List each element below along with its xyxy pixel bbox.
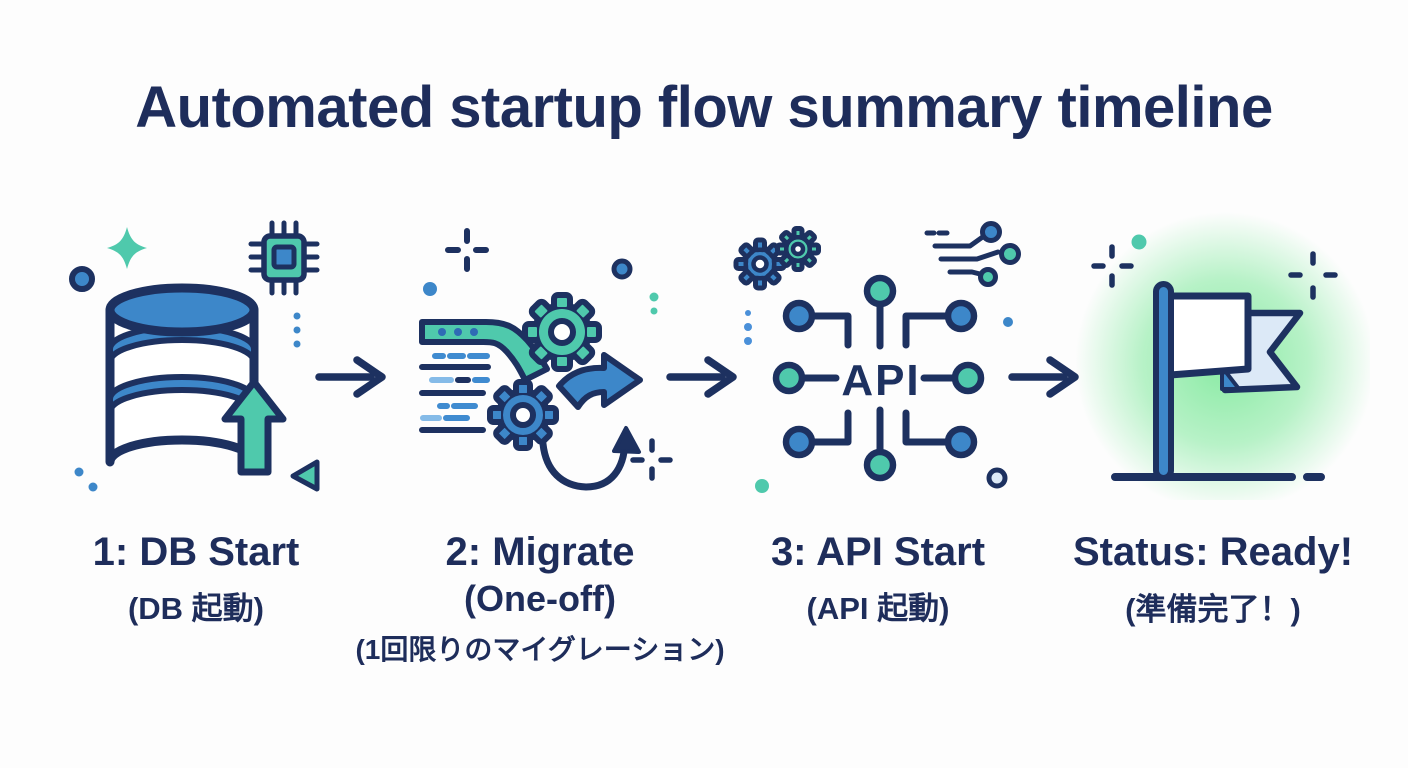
dot <box>1131 234 1147 250</box>
migration-gears-icon <box>419 228 673 491</box>
dot <box>986 467 1008 489</box>
dots-column <box>744 310 752 345</box>
circuit-traces <box>800 300 959 456</box>
crosshair-icon <box>445 228 489 272</box>
goal-flag-icon <box>1075 212 1370 500</box>
crosshair-icon <box>630 438 673 481</box>
stage-2-sublabel-jp: (1回限りのマイグレーション) <box>355 634 725 665</box>
dot <box>650 307 658 315</box>
circuit-speed-lines <box>924 221 1021 287</box>
upload-arrow <box>221 378 287 476</box>
gear-blue-small <box>733 237 787 291</box>
dot <box>69 266 95 292</box>
refresh-arrow-icon <box>539 426 641 491</box>
dots-bottom <box>74 467 98 492</box>
flag-pole <box>1153 281 1174 481</box>
dots-column <box>293 312 301 348</box>
stage-3-label: 3: API Start <box>770 530 986 574</box>
database-cylinder <box>105 283 259 467</box>
dot <box>611 258 633 280</box>
dot <box>755 479 769 493</box>
stage-3-sublabel: (API 起動) <box>806 591 950 626</box>
crosshair-icon <box>1091 244 1134 288</box>
crosshair-icon <box>1288 251 1338 300</box>
sparkle-icon <box>107 227 147 269</box>
triangle-decoration <box>290 459 320 492</box>
flow-arrow-icon <box>666 356 737 398</box>
stage-1-sublabel: (DB 起動) <box>127 591 265 626</box>
gear-teal-small <box>775 226 821 272</box>
api-label: API <box>841 356 920 405</box>
api-circuit-icon: API <box>733 221 1021 493</box>
stage-1-label: 1: DB Start <box>92 530 300 574</box>
stage-2-sublabel: (One-off) <box>464 578 616 619</box>
pipe-dots <box>438 328 478 336</box>
code-lines <box>419 353 491 433</box>
stage-2-label: 2: Migrate <box>445 530 635 574</box>
dot <box>649 292 659 302</box>
flow-arrow-icon <box>1008 356 1079 398</box>
chip-icon <box>248 220 320 296</box>
dot <box>1003 317 1013 327</box>
gear-teal <box>522 292 602 372</box>
page-title: Automated startup flow summary timeline <box>135 75 1273 140</box>
circuit-nodes <box>772 274 985 482</box>
dot <box>423 282 437 296</box>
stage-4-label: Status: Ready! <box>1072 530 1354 574</box>
gear-blue <box>487 379 559 451</box>
database-upload-icon <box>69 220 320 492</box>
flow-arrow-icon <box>315 356 386 398</box>
stage-4-sublabel: (準備完了！) <box>1125 592 1301 627</box>
flag <box>1166 292 1252 379</box>
forward-arrow <box>556 352 643 410</box>
